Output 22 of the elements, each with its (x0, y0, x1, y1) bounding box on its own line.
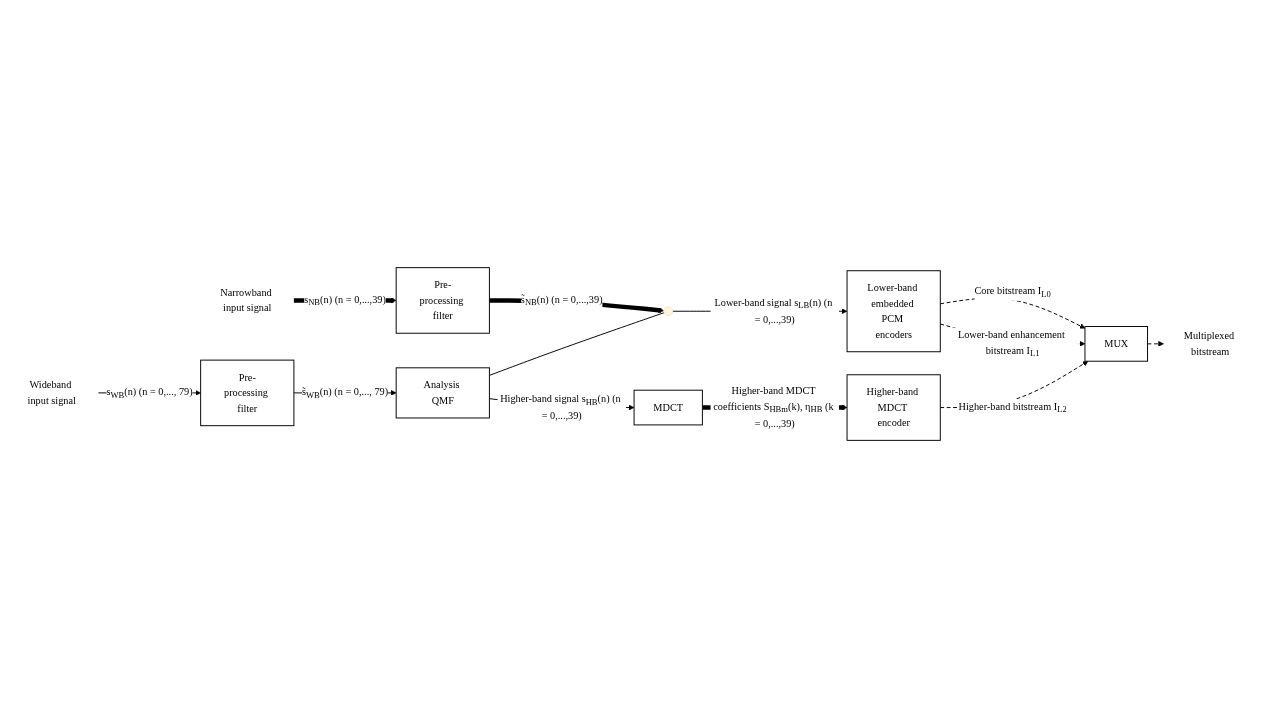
node-circle (663, 306, 674, 317)
edge-label: s$_{NB}$(n) (n = 0,...,39) (304, 293, 386, 308)
node-box: MDCT (633, 389, 703, 426)
edge-label: s$_{WB}$(n) (n = 0,..., 79) (106, 386, 193, 400)
edge-label: Lower-band enhancement bitstream I$_{L1}$ (957, 329, 1065, 359)
node-box: Higher-band MDCT encoder (846, 374, 941, 441)
edge-label: Higher-band signal s$_{HB}$(n) (n = 0,...,39) (500, 393, 621, 422)
edge-label: Lower-band signal s$_{LB}$(n) (n = 0,...,39) (714, 296, 833, 326)
node-box: Pre-processing filter (200, 359, 295, 427)
node-box: Lower-band embedded PCM encoders (846, 270, 941, 353)
edge-label: s̃$_{WB}$(n) (n = 0,..., 79) (301, 386, 389, 400)
node-box: Analysis QMF (395, 367, 490, 419)
node-text: Narrowband input signal (220, 286, 272, 314)
node-box: MUX (1084, 326, 1149, 362)
edge-label: Higher-band bitstream I$_{L2}$ (958, 400, 1067, 415)
connector (488, 312, 665, 376)
edge-label: Core bitstream I$_{L0}$ (974, 285, 1051, 300)
edge-label: Higher-band MDCT coefficients S$_{HBm}$(k), η$_{HB}$ (k = 0,...,39) (713, 385, 834, 430)
edge-label: s̃$_{NB}$(n) (n = 0,...,39) (520, 293, 603, 308)
node-text: Wideband input signal (27, 379, 76, 406)
node-box: Pre-processing filter (395, 267, 490, 334)
node-text: Multiplexed bitstream (1183, 330, 1235, 357)
